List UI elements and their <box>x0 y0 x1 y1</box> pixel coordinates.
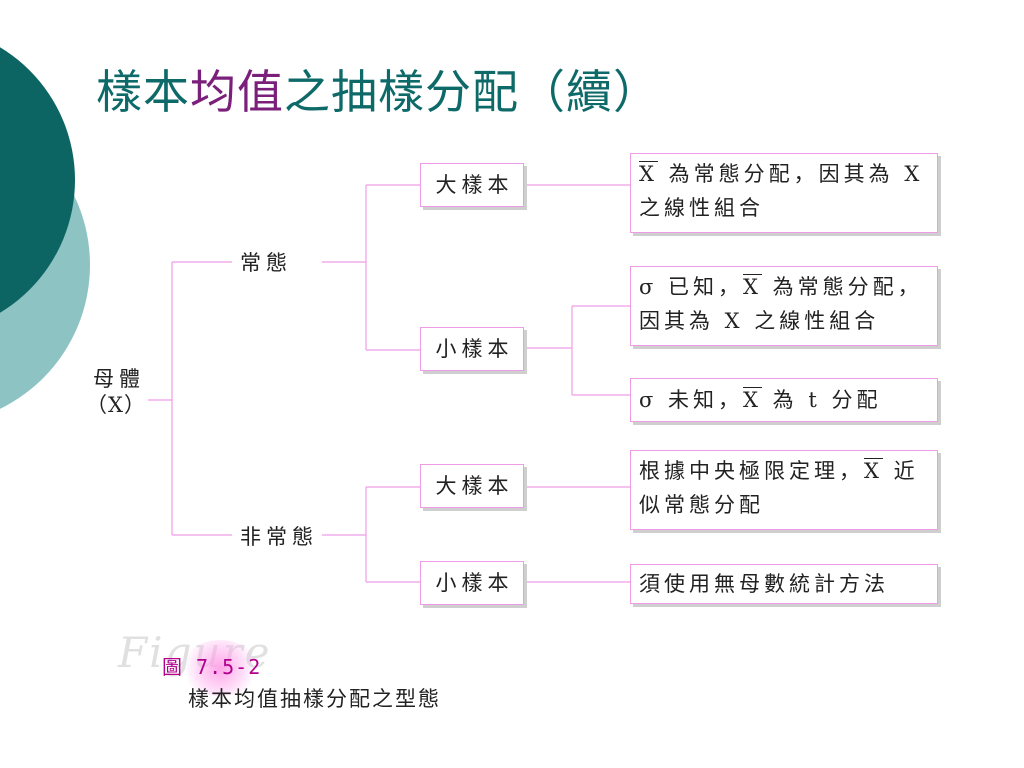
result-prefix: σ 未知， <box>639 388 744 412</box>
deco-circle-dark <box>0 47 75 313</box>
figure-number: 圖 7.5-2 <box>162 655 262 679</box>
decorative-circles <box>0 47 90 409</box>
branch-normal-label: 常態 <box>240 251 292 275</box>
result-prefix: 根據中央極限定理， <box>639 459 864 483</box>
xbar-symbol: X <box>864 459 883 483</box>
xbar-symbol: X <box>639 162 658 186</box>
root-variable: （X） <box>86 393 146 417</box>
slide-title: 樣本均值之抽樣分配（續） <box>96 62 660 122</box>
result-prefix: σ 已知， <box>639 275 744 299</box>
title-part2: 之抽樣分配（續） <box>284 65 660 119</box>
result-line-2: 因其為 X 之線性組合 <box>639 309 880 333</box>
result-normal-large: X 為常態分配，因其為 X 之線性組合 <box>630 153 938 233</box>
result-text: 為 t 分配 <box>772 388 882 412</box>
result-nonnormal-large: 根據中央極限定理，X 近 似常態分配 <box>630 450 938 530</box>
result-text: 為常態分配， <box>772 275 923 299</box>
result-line-1: X 為常態分配，因其為 X <box>639 157 929 191</box>
result-text: 為常態分配，因其為 X <box>668 162 924 186</box>
title-highlight: 均值 <box>190 65 284 119</box>
result-text: 須使用無母數統計方法 <box>639 572 889 596</box>
normal-small-sample-box: 小樣本 <box>420 327 524 371</box>
title-part1: 樣本 <box>96 65 190 119</box>
result-text: 近 <box>893 459 919 483</box>
figure-highlight-blob <box>182 640 258 696</box>
normal-large-sample-box: 大樣本 <box>420 163 524 207</box>
root-label: 母體 <box>92 367 145 391</box>
branch-nonnormal-label: 非常態 <box>240 525 318 549</box>
result-sigma-known: σ 已知，X 為常態分配， 因其為 X 之線性組合 <box>630 266 938 346</box>
nonnormal-small-sample-box: 小樣本 <box>420 561 524 605</box>
nonnormal-large-sample-box: 大樣本 <box>420 464 524 508</box>
result-line-2: 之線性組合 <box>639 196 764 220</box>
result-line-2: 似常態分配 <box>639 493 764 517</box>
result-nonnormal-small: 須使用無母數統計方法 <box>630 564 938 604</box>
figure-caption: 樣本均值抽樣分配之型態 <box>188 687 441 711</box>
result-sigma-unknown: σ 未知，X 為 t 分配 <box>630 378 938 422</box>
root-node-population: 母體 （X） <box>86 366 146 418</box>
result-line-1: σ 已知，X 為常態分配， <box>639 270 929 304</box>
xbar-symbol: X <box>743 275 762 299</box>
result-line-1: 根據中央極限定理，X 近 <box>639 454 929 488</box>
xbar-symbol: X <box>743 388 762 412</box>
